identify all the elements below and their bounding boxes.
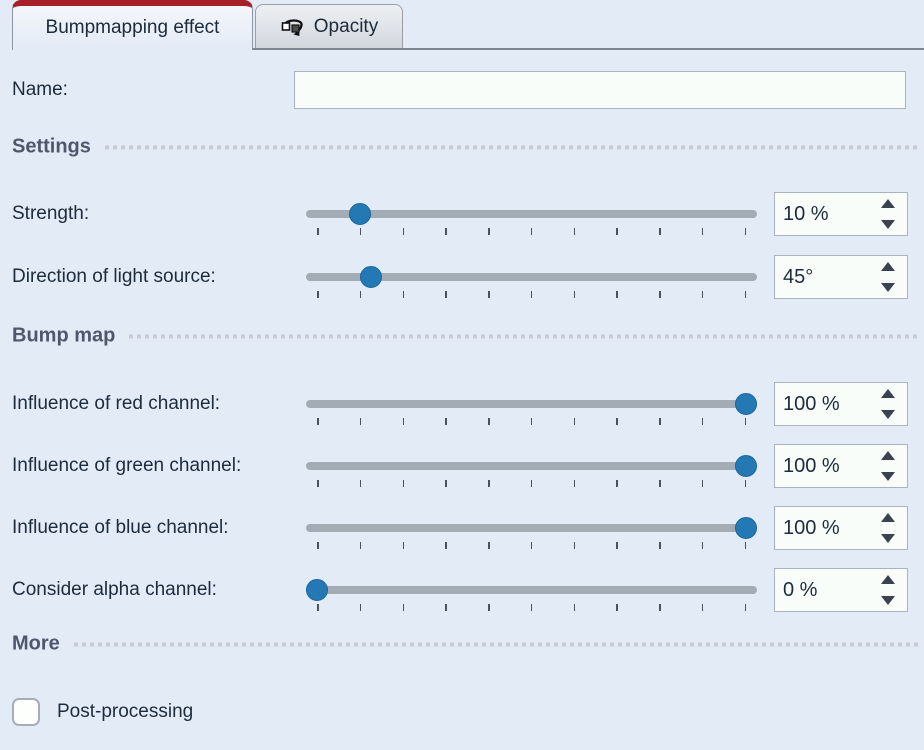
direction-spinbox[interactable]: 45° xyxy=(774,255,908,299)
strength-value: 10 % xyxy=(783,202,829,225)
green-channel-slider-ticks xyxy=(317,480,746,487)
green-channel-spin-up-icon[interactable] xyxy=(881,451,895,460)
blue-channel-slider-handle[interactable] xyxy=(735,517,757,539)
section-bump-map: Bump map xyxy=(12,325,920,348)
strength-spinbox[interactable]: 10 % xyxy=(774,192,908,236)
alpha-channel-slider[interactable] xyxy=(306,576,757,612)
alpha-channel-spin-down-icon[interactable] xyxy=(881,596,895,605)
strength-slider[interactable] xyxy=(306,200,757,236)
red-channel-slider-track[interactable] xyxy=(306,400,757,408)
alpha-channel-spin-up-icon[interactable] xyxy=(881,575,895,584)
blue-channel-value: 100 % xyxy=(783,516,840,539)
strength-spin-up-icon[interactable] xyxy=(881,199,895,208)
alpha-channel-value: 0 % xyxy=(783,578,818,601)
blue-channel-slider-track[interactable] xyxy=(306,524,757,532)
red-channel-spinbox[interactable]: 100 % xyxy=(774,382,908,426)
post-processing-checkbox[interactable] xyxy=(12,698,40,726)
direction-slider[interactable] xyxy=(306,263,757,299)
direction-slider-ticks xyxy=(317,291,746,298)
red-channel-slider[interactable] xyxy=(306,390,757,426)
green-channel-slider-track[interactable] xyxy=(306,462,757,470)
direction-slider-track[interactable] xyxy=(306,273,757,281)
direction-spin-up-icon[interactable] xyxy=(881,262,895,271)
section-more-dotted-line xyxy=(73,642,920,646)
name-input[interactable] xyxy=(294,71,906,109)
strength-label: Strength: xyxy=(12,203,90,224)
blue-channel-slider-ticks xyxy=(317,542,746,549)
section-settings-dotted-line xyxy=(104,145,920,149)
strength-slider-ticks xyxy=(317,228,746,235)
alpha-channel-spinbox[interactable]: 0 % xyxy=(774,568,908,612)
section-more-title: More xyxy=(12,632,60,655)
tab-opacity-label: Opacity xyxy=(313,15,379,37)
section-settings: Settings xyxy=(12,136,920,159)
red-channel-spin-down-icon[interactable] xyxy=(881,410,895,419)
red-channel-label: Influence of red channel: xyxy=(12,393,221,414)
blue-channel-spinbox[interactable]: 100 % xyxy=(774,506,908,550)
direction-slider-handle[interactable] xyxy=(359,266,382,288)
tab-bumpmapping-effect[interactable]: Bumpmapping effect xyxy=(12,0,253,50)
red-channel-slider-ticks xyxy=(317,418,746,425)
tab-opacity[interactable]: Opacity xyxy=(255,4,403,48)
alpha-channel-slider-ticks xyxy=(317,604,746,611)
red-channel-value: 100 % xyxy=(783,392,840,415)
red-channel-slider-handle[interactable] xyxy=(735,393,757,415)
tabbar-divider xyxy=(253,48,924,50)
green-channel-slider-handle[interactable] xyxy=(735,455,757,477)
blue-channel-spin-down-icon[interactable] xyxy=(881,534,895,543)
direction-value: 45° xyxy=(783,265,814,288)
green-channel-label: Influence of green channel: xyxy=(12,455,242,476)
blue-channel-spin-up-icon[interactable] xyxy=(881,513,895,522)
post-processing-row: Post-processing xyxy=(12,697,193,727)
section-more: More xyxy=(12,633,920,656)
alpha-channel-label: Consider alpha channel: xyxy=(12,579,217,600)
green-channel-value: 100 % xyxy=(783,454,840,477)
section-bump-map-title: Bump map xyxy=(12,324,116,347)
strength-slider-handle[interactable] xyxy=(348,203,371,225)
green-channel-spinbox[interactable]: 100 % xyxy=(774,444,908,488)
blue-channel-slider[interactable] xyxy=(306,514,757,550)
section-bump-map-dotted-line xyxy=(129,334,920,338)
post-processing-label: Post-processing xyxy=(57,701,194,722)
name-label: Name: xyxy=(12,79,68,100)
strength-spin-down-icon[interactable] xyxy=(881,220,895,229)
green-channel-spin-down-icon[interactable] xyxy=(881,472,895,481)
red-channel-spin-up-icon[interactable] xyxy=(881,389,895,398)
green-channel-slider[interactable] xyxy=(306,452,757,488)
direction-label: Direction of light source: xyxy=(12,266,216,287)
orientation-icon xyxy=(280,15,307,38)
direction-spin-down-icon[interactable] xyxy=(881,283,895,292)
blue-channel-label: Influence of blue channel: xyxy=(12,517,229,538)
strength-slider-track[interactable] xyxy=(306,210,757,218)
alpha-channel-slider-track[interactable] xyxy=(306,586,757,594)
alpha-channel-slider-handle[interactable] xyxy=(306,579,328,601)
tab-bumpmapping-label: Bumpmapping effect xyxy=(45,17,220,38)
section-settings-title: Settings xyxy=(12,135,91,158)
